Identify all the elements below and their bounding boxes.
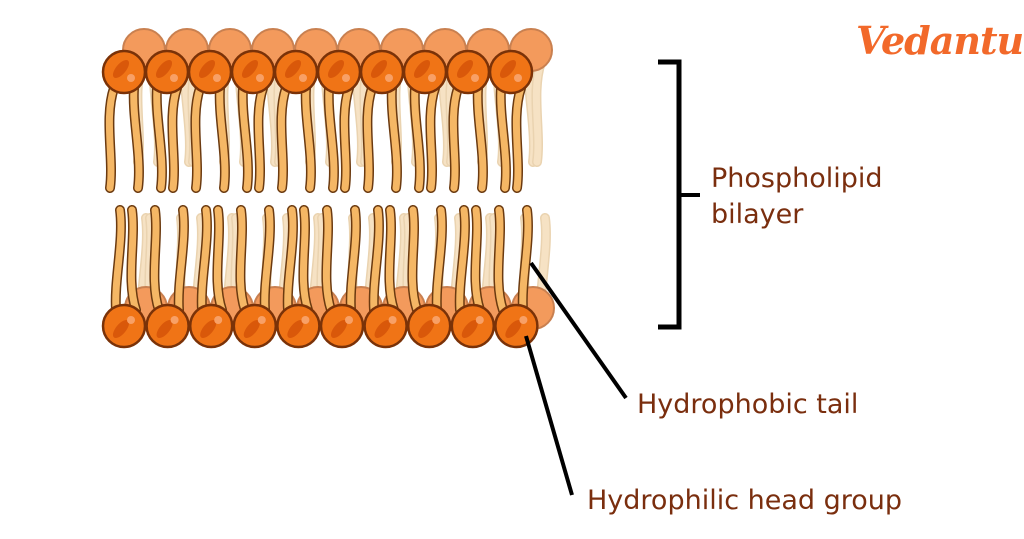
bilayer-bracket <box>658 59 700 330</box>
label-phospholipid: Phospholipid <box>711 163 883 194</box>
front-leaflet <box>101 49 539 349</box>
vedantu-logo: Vedantu <box>856 18 1024 63</box>
tail-pointer-line <box>529 261 628 400</box>
label-bilayer: bilayer <box>711 199 804 230</box>
head-pointer-line <box>524 335 574 496</box>
label-hydrophilic-head: Hydrophilic head group <box>587 485 903 516</box>
label-hydrophobic-tail: Hydrophobic tail <box>637 389 859 420</box>
